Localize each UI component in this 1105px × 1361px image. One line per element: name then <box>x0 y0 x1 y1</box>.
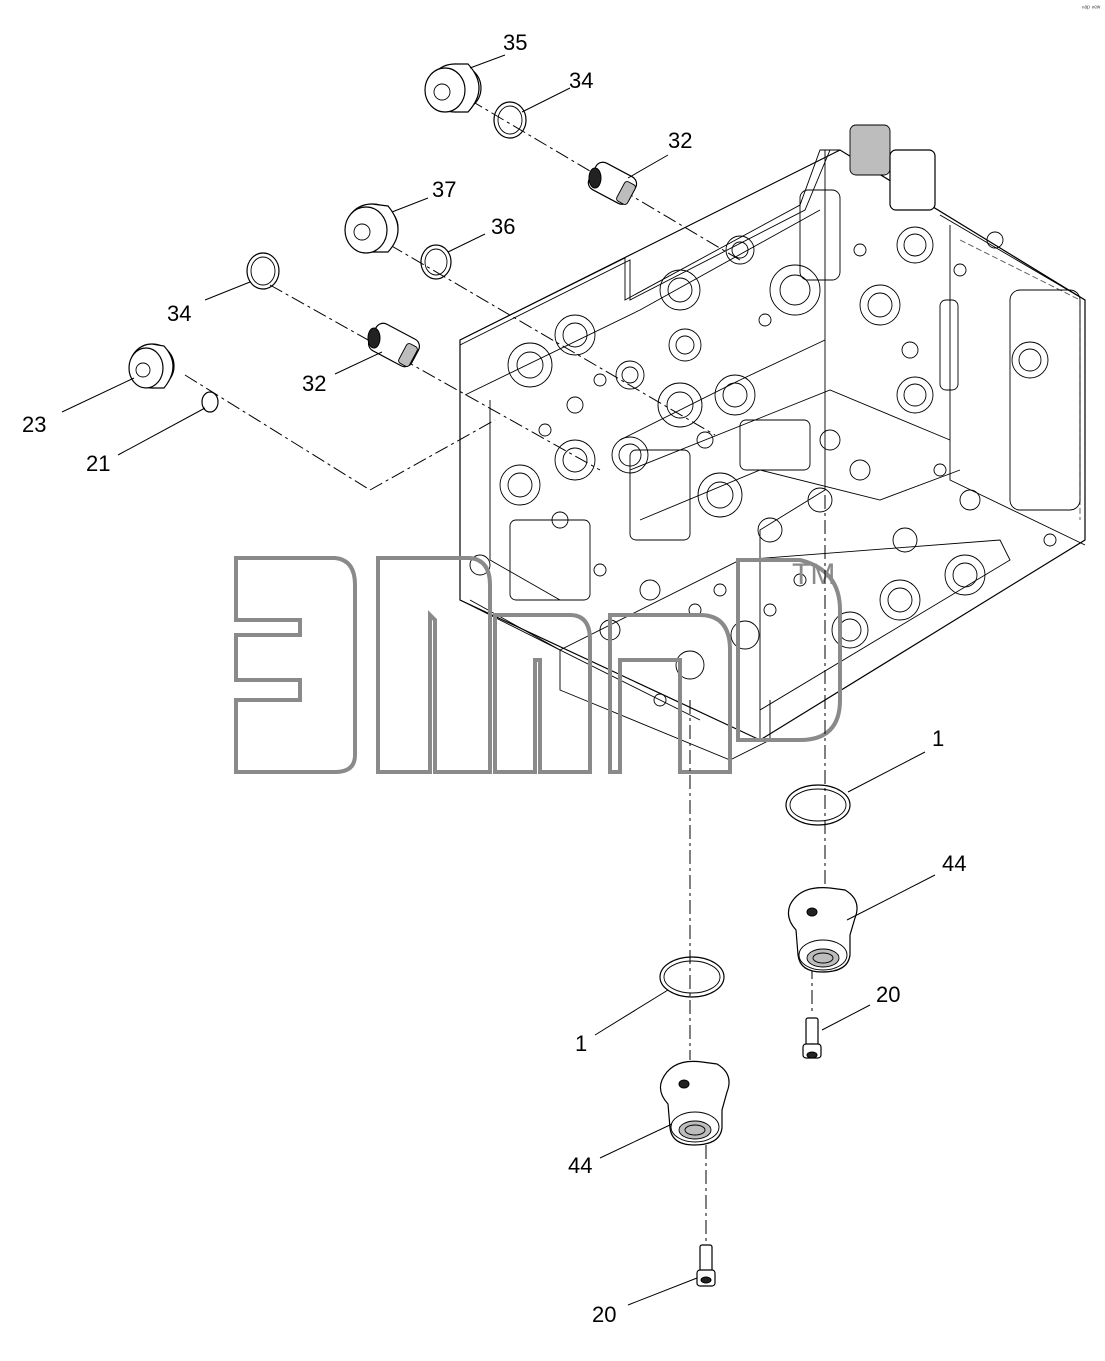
plug-35 <box>424 63 482 113</box>
callout-32-lower: 32 <box>302 371 326 396</box>
callout-44-lower: 44 <box>568 1153 592 1178</box>
callout-20-lower: 20 <box>592 1302 616 1327</box>
callout-34-upper: 34 <box>569 68 593 93</box>
valve-body <box>459 124 1086 761</box>
corner-mark: ⁿᵃᵖ ⁿᵉʷ <box>1082 5 1101 12</box>
callout-44-upper: 44 <box>942 851 966 876</box>
callout-35: 35 <box>503 30 527 55</box>
callout-20-upper: 20 <box>876 982 900 1007</box>
callout-32-upper: 32 <box>668 128 692 153</box>
watermark-trademark: TM <box>792 558 835 591</box>
plug-37 <box>344 203 399 254</box>
o-ring-21 <box>201 391 219 413</box>
plug-23 <box>128 343 175 389</box>
relief-valve-32a <box>587 161 638 205</box>
flange-44a <box>787 887 858 973</box>
callout-34-lower: 34 <box>167 301 191 326</box>
callout-23: 23 <box>22 412 46 437</box>
o-ring-34b <box>246 252 280 290</box>
callout-1-lower: 1 <box>575 1031 587 1056</box>
callout-21: 21 <box>86 451 110 476</box>
o-ring-36 <box>420 244 452 280</box>
leader-lines <box>61 54 936 1306</box>
flange-44b <box>659 1060 730 1146</box>
callouts: 35 34 32 37 36 34 32 23 21 1 44 20 1 44 … <box>22 30 966 1327</box>
callout-1-upper: 1 <box>932 726 944 751</box>
callout-37: 37 <box>432 177 456 202</box>
bolt-20a <box>802 1017 822 1059</box>
watermark-logo: TM <box>234 556 842 774</box>
o-ring-34a <box>493 101 527 139</box>
callout-36: 36 <box>491 214 515 239</box>
relief-valve-32b <box>367 322 421 368</box>
o-ring-1a <box>785 784 851 826</box>
bolt-20b <box>696 1244 716 1287</box>
o-ring-1b <box>659 956 725 998</box>
